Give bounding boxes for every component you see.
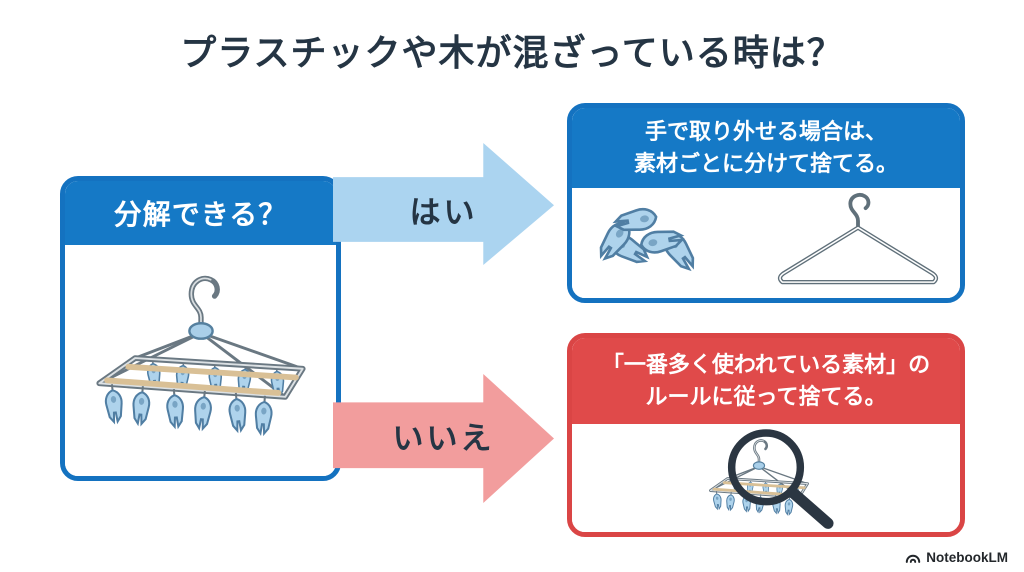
- yes-arrow: はい: [333, 143, 554, 265]
- no-result-box: 「一番多く使われている素材」の ルールに従って捨てる。: [567, 333, 965, 537]
- no-result-heading-line2: ルールに従って捨てる。: [645, 384, 887, 409]
- watermark-label: NotebookLM: [926, 550, 1008, 565]
- wire-hanger-icon: [777, 193, 939, 285]
- no-result-body: [572, 424, 960, 532]
- question-box-heading: 分解できる？: [113, 199, 288, 230]
- yes-result-heading-line1: 手で取り外せる場合は、: [644, 119, 887, 145]
- question-box: 分解できる？: [60, 176, 341, 481]
- watermark: NotebookLM: [905, 550, 1008, 565]
- no-arrow: いいえ: [333, 374, 554, 503]
- laundry-hanger-icon: [75, 269, 327, 453]
- yes-result-box: 手で取り外せる場合は、 素材ごとに分けて捨てる。: [567, 103, 965, 303]
- yes-result-body: [572, 188, 960, 298]
- yes-result-header: 手で取り外せる場合は、 素材ごとに分けて捨てる。: [572, 108, 960, 188]
- page-title: プラスチックや木が混ざっている時は？: [180, 32, 844, 73]
- notebooklm-logo-icon: [906, 554, 921, 563]
- question-box-body: [65, 245, 336, 476]
- yes-arrow-label: はい: [409, 194, 478, 230]
- hanger-magnifier-icon: [616, 428, 834, 529]
- question-box-header: 分解できる？: [65, 181, 336, 245]
- no-result-heading-line1: 「一番多く使われている素材」の: [601, 352, 931, 378]
- yes-result-heading-line2: 素材ごとに分けて捨てる。: [633, 151, 898, 176]
- no-arrow-label: いいえ: [392, 420, 495, 456]
- no-result-header: 「一番多く使われている素材」の ルールに従って捨てる。: [572, 338, 960, 424]
- clothespins-icon: [593, 205, 701, 275]
